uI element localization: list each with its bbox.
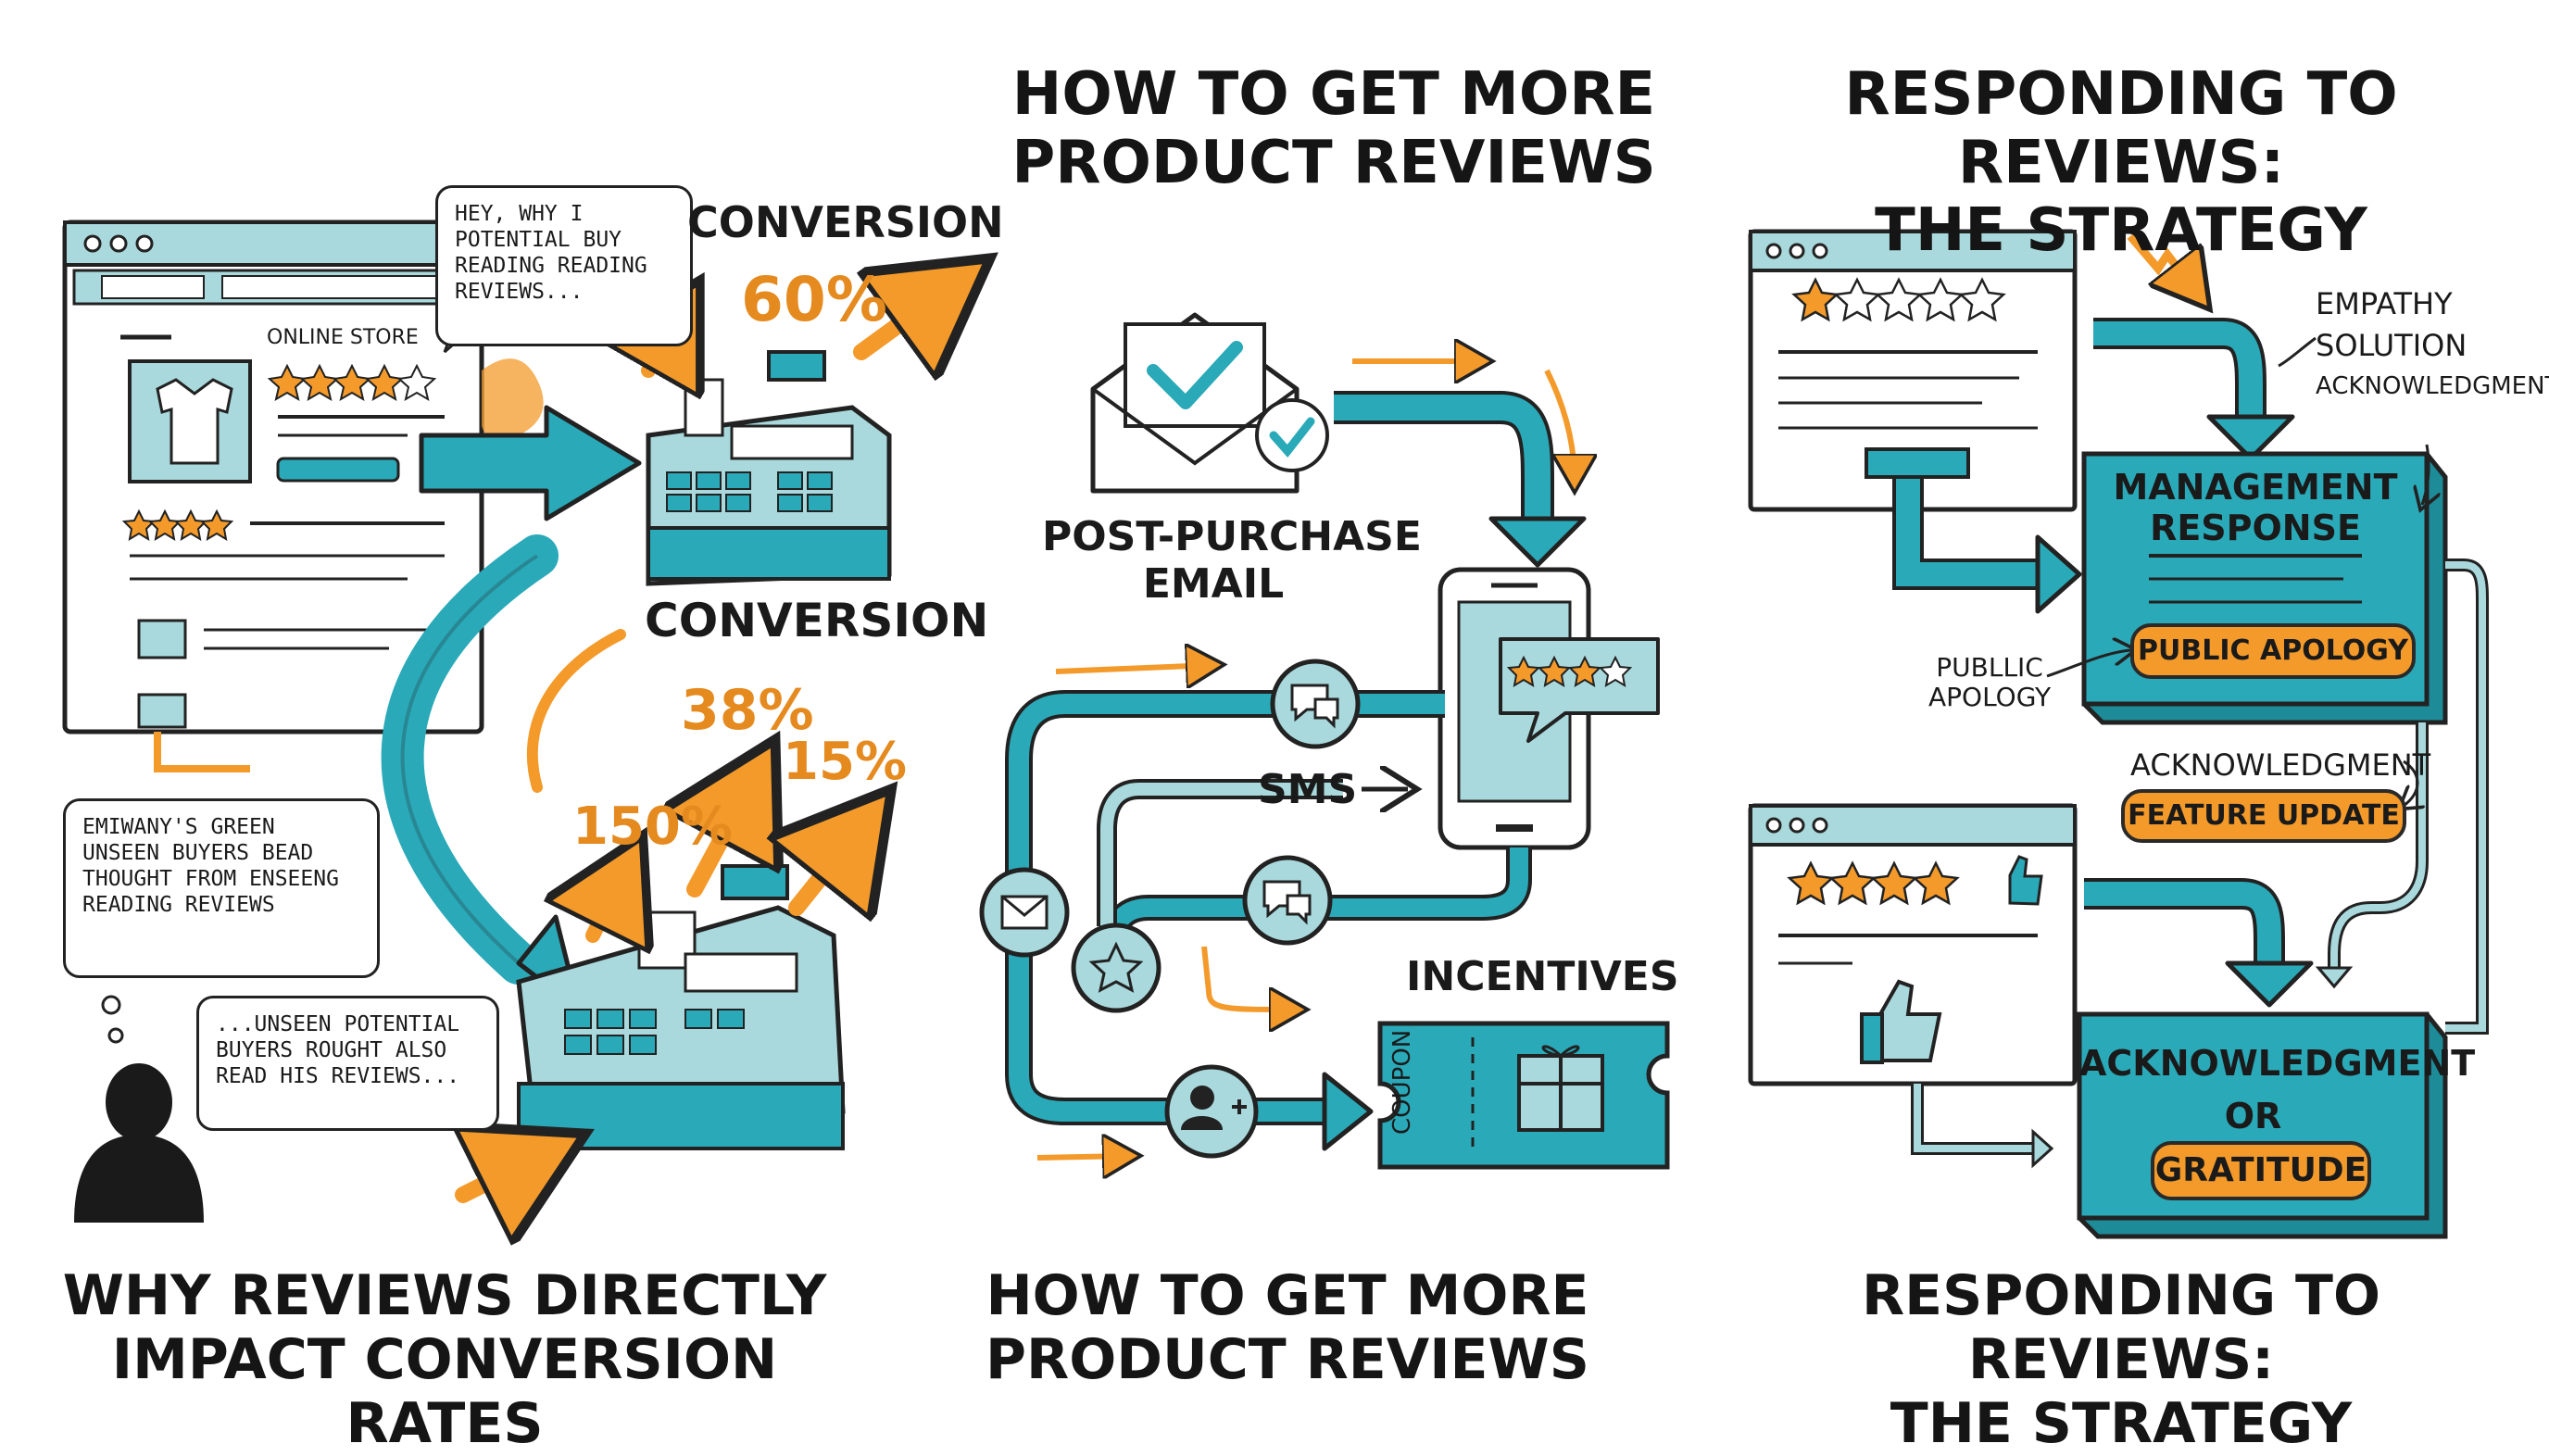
- post-purchase-email-line1: Post-Purchase: [1042, 513, 1422, 560]
- coupon-text: COUPON: [1388, 1029, 1416, 1135]
- right-top-title-line1: Responding to Reviews:: [1844, 60, 2398, 197]
- middle-bottom-title-line1: How to Get More: [986, 1263, 1589, 1328]
- speech-bubble-left: Emiwany's green unseen buyers bead thoug…: [63, 798, 380, 978]
- stat-60: 60%: [741, 264, 887, 335]
- right-bottom-title: Responding to Reviews: The Strategy: [1732, 1264, 2510, 1456]
- infographic-artwork: [62, 220, 2489, 1423]
- post-purchase-email-label: Post-Purchase Email: [1042, 513, 1422, 608]
- middle-top-title-line2: Product Reviews: [1011, 128, 1656, 197]
- note-empathy: Empathy: [2316, 286, 2453, 321]
- right-top-title-line2: The Strategy: [1875, 196, 2367, 266]
- left-panel-art: [62, 220, 963, 1223]
- gratitude-pill: Gratitude: [2151, 1141, 2371, 1200]
- middle-bottom-title: How to Get More Product Reviews: [935, 1264, 1639, 1392]
- conversion-label-top: Conversion: [687, 197, 1004, 247]
- right-bottom-title-line1: Responding to Reviews:: [1861, 1263, 2380, 1392]
- speech-bubble-top: Hey, why I potential buy reading reading…: [435, 185, 693, 346]
- middle-top-title: How to Get More Product Reviews: [954, 60, 1714, 197]
- coupon-icon: [1377, 1021, 1670, 1170]
- gratitude-box-title: Acknowledgment or: [2079, 1037, 2476, 1143]
- public-apology-side-line2: apology: [1928, 682, 2052, 713]
- conversion-label-mid: Conversion: [645, 594, 989, 647]
- incentives-label: Incentives: [1406, 953, 1679, 1000]
- public-apology-side-line1: Publlic: [1936, 652, 2043, 683]
- gratitude-box-line2: or: [2224, 1096, 2282, 1136]
- envelope-check-icon: [1090, 312, 1329, 494]
- note-acknowledgment: Acknowledgment: [2316, 372, 2549, 400]
- speech-bubble-bottom: ...unseen potential buyers rought also r…: [196, 996, 499, 1131]
- acknowledgment-label: Acknowledgment: [2130, 747, 2431, 783]
- feature-update-pill: Feature update: [2121, 789, 2406, 843]
- gratitude-box-line1: Acknowledgment: [2079, 1043, 2476, 1084]
- middle-top-title-line1: How to Get More: [1011, 60, 1656, 129]
- right-bottom-title-line2: The Strategy: [1890, 1391, 2353, 1456]
- person-icon: [74, 1063, 204, 1223]
- note-solution: Solution: [2316, 328, 2467, 363]
- post-purchase-email-line2: Email: [1142, 559, 1285, 608]
- sms-label: SMS: [1258, 766, 1358, 813]
- phone-review-icon: [1438, 567, 1660, 850]
- management-response-line2: Response: [2150, 507, 2361, 548]
- right-top-title: Responding to Reviews: The Strategy: [1714, 60, 2529, 266]
- cash-register-top: [646, 350, 892, 586]
- stat-38: 38%: [681, 678, 814, 743]
- management-response-line1: Management: [2113, 467, 2398, 508]
- stat-15: 15%: [783, 732, 908, 792]
- left-bottom-title: Why Reviews Directly Impact Conversion R…: [46, 1264, 843, 1456]
- left-bottom-title-line2: Impact Conversion Rates: [111, 1327, 778, 1456]
- middle-panel-art: [979, 312, 1670, 1170]
- public-apology-pill: Public apology: [2130, 623, 2416, 679]
- left-bottom-title-line1: Why Reviews Directly: [62, 1263, 827, 1328]
- middle-bottom-title-line2: Product Reviews: [986, 1327, 1589, 1392]
- public-apology-side-label: Publlic apology: [1928, 652, 2052, 713]
- online-store-label: Online store: [267, 326, 419, 349]
- stat-150: 150%: [572, 797, 734, 857]
- management-response-title: Management Response: [2084, 467, 2427, 548]
